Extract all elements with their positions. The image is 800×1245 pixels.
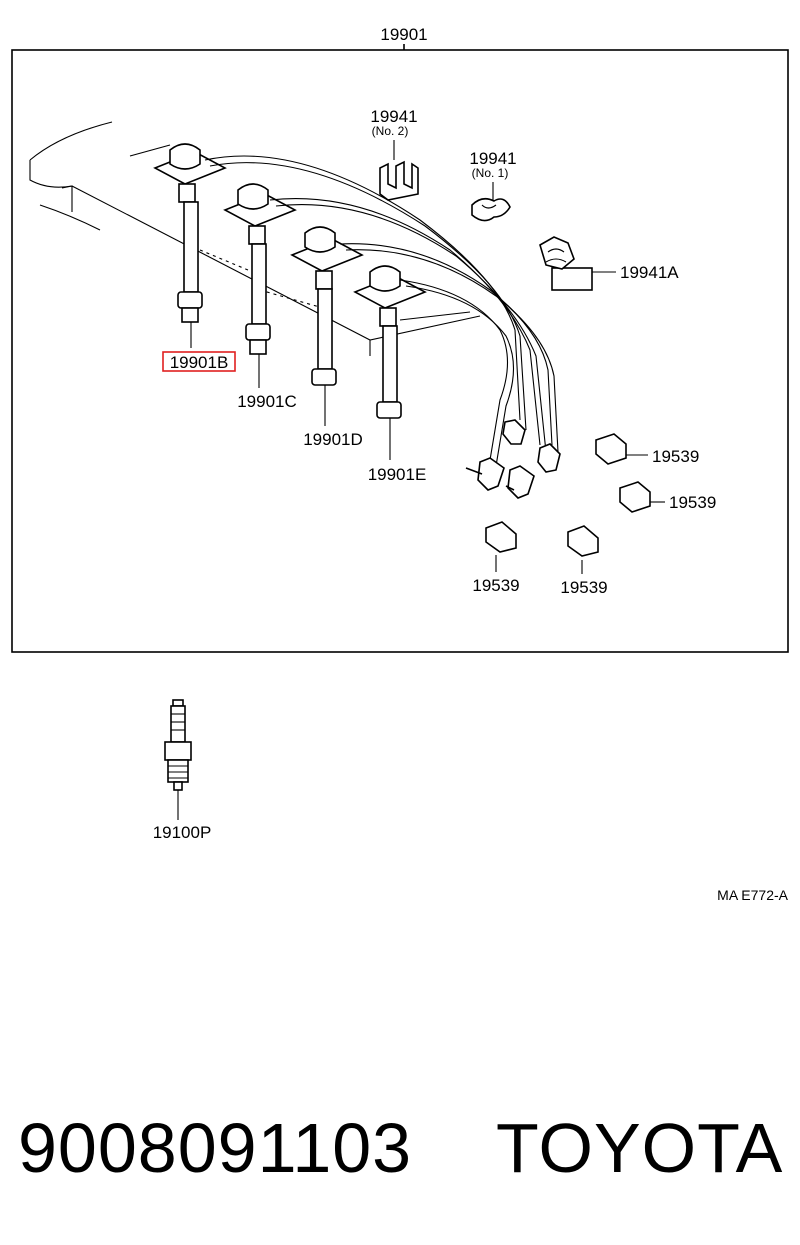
- coil-4: [353, 265, 427, 327]
- label-coil-cap-3: 19539: [472, 576, 519, 595]
- diagram-code: MA E772-A: [717, 887, 788, 903]
- label-cord-c: 19901C: [237, 392, 297, 411]
- label-clamp-no2: 19941: [370, 107, 417, 126]
- diagram-frame: [11, 49, 789, 653]
- label-cord-e: 19901E: [368, 465, 427, 484]
- coil-cap-2: [619, 481, 665, 513]
- cable-bundle: [204, 155, 561, 499]
- coil-cap-4: [567, 525, 599, 574]
- label-cord-b: 19901B: [170, 353, 229, 372]
- cord-d: [311, 288, 337, 426]
- label-clamp-no1: 19941: [469, 149, 516, 168]
- label-coil-cap-2: 19539: [669, 493, 716, 512]
- label-cord-d: 19901D: [303, 430, 363, 449]
- engine-cover: [29, 121, 481, 356]
- label-assembly: 19901: [380, 25, 427, 44]
- label-clamp-a: 19941A: [620, 263, 679, 282]
- coil-cap-3: [485, 521, 517, 572]
- brand-name: TOYOTA: [496, 1109, 784, 1187]
- coil-cap-1: [595, 433, 648, 465]
- spark-plug: [164, 699, 192, 820]
- clamp-a: [539, 236, 593, 291]
- label-spark-plug: 19100P: [153, 823, 212, 842]
- clamp-no1: [471, 197, 511, 222]
- coil-1: [153, 143, 227, 203]
- label-clamp-no2-sub: (No. 2): [372, 124, 409, 138]
- cord-e: [376, 325, 402, 460]
- cord-b: [177, 201, 203, 348]
- label-coil-cap-4: 19539: [560, 578, 607, 597]
- coil-2: [223, 183, 297, 245]
- coil-3: [290, 226, 364, 290]
- label-coil-cap-1: 19539: [652, 447, 699, 466]
- cord-c: [245, 243, 271, 388]
- part-number: 9008091103: [18, 1109, 413, 1187]
- clamp-no2: [379, 160, 419, 201]
- highlight-box: [162, 351, 236, 372]
- label-clamp-no1-sub: (No. 1): [472, 166, 509, 180]
